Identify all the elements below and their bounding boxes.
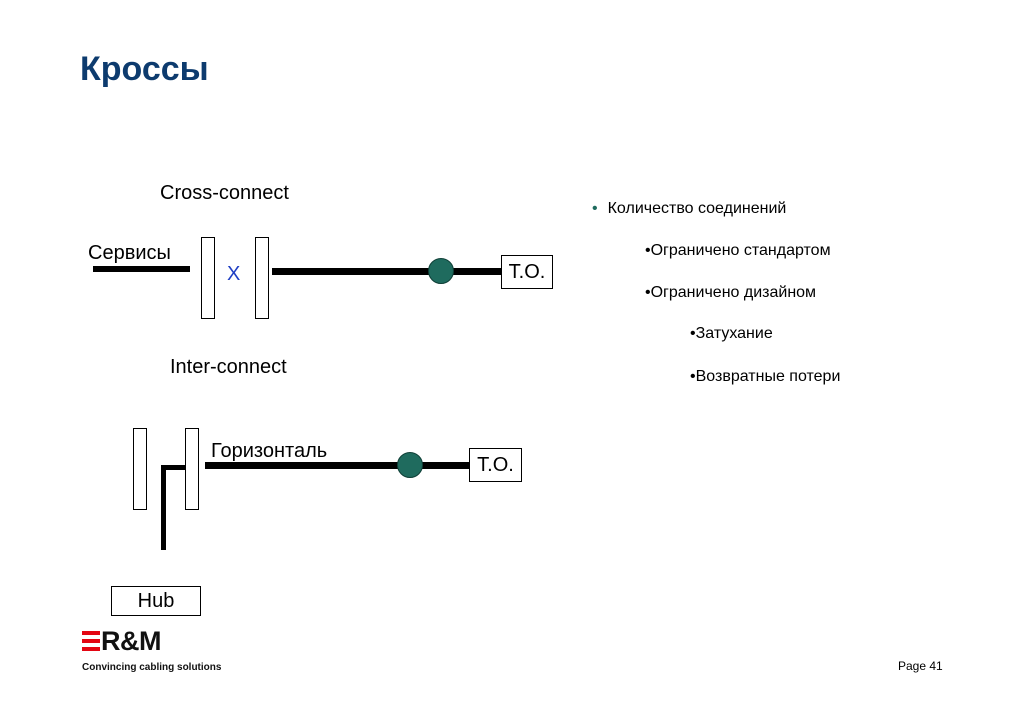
hub-cable-link <box>161 465 186 470</box>
bullet-item: •Количество соединений <box>592 200 787 217</box>
horizontal-cable <box>205 462 471 469</box>
services-cable <box>93 266 190 272</box>
patch-panel-left <box>201 237 215 319</box>
cross-mark: X <box>227 263 241 285</box>
consolidation-point-node <box>397 452 423 478</box>
cross-connect-label: Cross-connect <box>160 182 289 204</box>
patch-panel-right <box>255 237 269 319</box>
horizontal-label: Горизонталь <box>211 440 328 462</box>
bullet-item: •Ограничено дизайном <box>645 284 817 301</box>
bullet-item: •Возвратные потери <box>690 368 841 385</box>
page-number: Page 41 <box>898 659 943 673</box>
bullet-item: •Ограничено стандартом <box>645 242 831 259</box>
logo-bars-icon <box>82 631 100 651</box>
logo-text: R&M <box>101 626 162 656</box>
hub-box: Hub <box>111 586 201 616</box>
tagline: Convincing cabling solutions <box>82 662 222 673</box>
inter-connect-label: Inter-connect <box>170 356 287 378</box>
services-label: Сервисы <box>88 242 171 264</box>
bullet-dot-icon: • <box>592 200 598 217</box>
bullet-item: •Затухание <box>690 325 773 342</box>
consolidation-point-node <box>428 258 454 284</box>
page-title: Кроссы <box>80 50 209 88</box>
patch-panel-right <box>185 428 199 510</box>
hub-cable <box>161 465 166 550</box>
horizontal-cable <box>272 268 502 275</box>
patch-panel-left <box>133 428 147 510</box>
telecom-outlet-box: T.O. <box>469 448 522 482</box>
telecom-outlet-box: T.O. <box>501 255 553 289</box>
